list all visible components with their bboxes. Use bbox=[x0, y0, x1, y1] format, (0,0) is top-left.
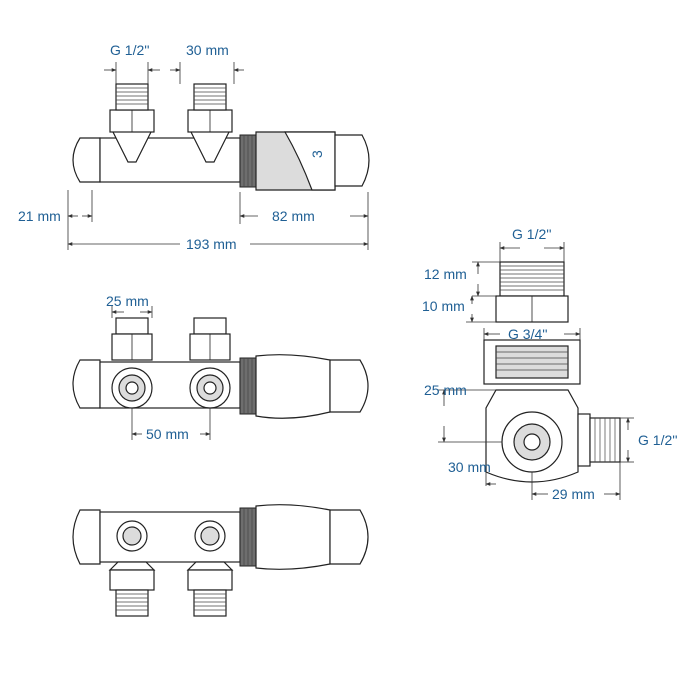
dim-top-thread-left: G 1/2'' bbox=[110, 42, 150, 58]
top-port-left bbox=[109, 83, 155, 163]
front-port-left bbox=[111, 317, 153, 409]
top-knurl-lines bbox=[243, 135, 253, 187]
dim-top-head-length: 82 mm bbox=[272, 208, 315, 224]
bottom-view bbox=[72, 504, 369, 617]
front-port-right bbox=[189, 317, 231, 409]
side-view: G 1/2'' 12 mm 10 mm G 3/4'' 25 mm 30 mm … bbox=[422, 226, 678, 502]
top-head-end-cap bbox=[334, 134, 370, 187]
bottom-head-end-cap bbox=[329, 509, 369, 565]
dim-side-height-upper: 12 mm bbox=[424, 266, 467, 282]
side-top-thread bbox=[499, 261, 565, 297]
top-view: 3 G 1/2'' 30 mm 21 mm 82 mm 193 mm bbox=[18, 42, 370, 252]
bottom-thermostatic-head bbox=[255, 504, 331, 570]
dim-side-body-width: 30 mm bbox=[448, 459, 491, 475]
dim-side-height-lower: 10 mm bbox=[422, 298, 465, 314]
bottom-left-end-cap bbox=[72, 509, 101, 565]
dim-side-thread-top: G 1/2'' bbox=[512, 226, 552, 242]
dim-side-outlet-length: 29 mm bbox=[552, 486, 595, 502]
front-left-end-cap bbox=[72, 359, 101, 409]
dim-side-thread-right: G 1/2'' bbox=[638, 432, 678, 448]
front-head-end-cap bbox=[329, 359, 369, 413]
front-view: 25 mm 50 mm bbox=[72, 293, 369, 442]
dim-top-total-length: 193 mm bbox=[186, 236, 237, 252]
top-left-end-cap bbox=[72, 137, 101, 183]
dim-top-spacing-right: 30 mm bbox=[186, 42, 229, 58]
head-marking: 3 bbox=[309, 150, 325, 158]
dim-top-offset-left: 21 mm bbox=[18, 208, 61, 224]
bottom-port-left bbox=[108, 520, 156, 617]
dim-side-nut-thread: G 3/4'' bbox=[508, 326, 548, 342]
dim-side-body-height: 25 mm bbox=[424, 382, 467, 398]
bottom-port-right bbox=[186, 520, 234, 617]
top-port-right bbox=[187, 83, 233, 163]
dim-front-port-spacing: 50 mm bbox=[146, 426, 189, 442]
dim-front-nut-width: 25 mm bbox=[106, 293, 149, 309]
side-outlet-hex bbox=[577, 413, 591, 467]
front-thermostatic-head bbox=[255, 354, 331, 419]
